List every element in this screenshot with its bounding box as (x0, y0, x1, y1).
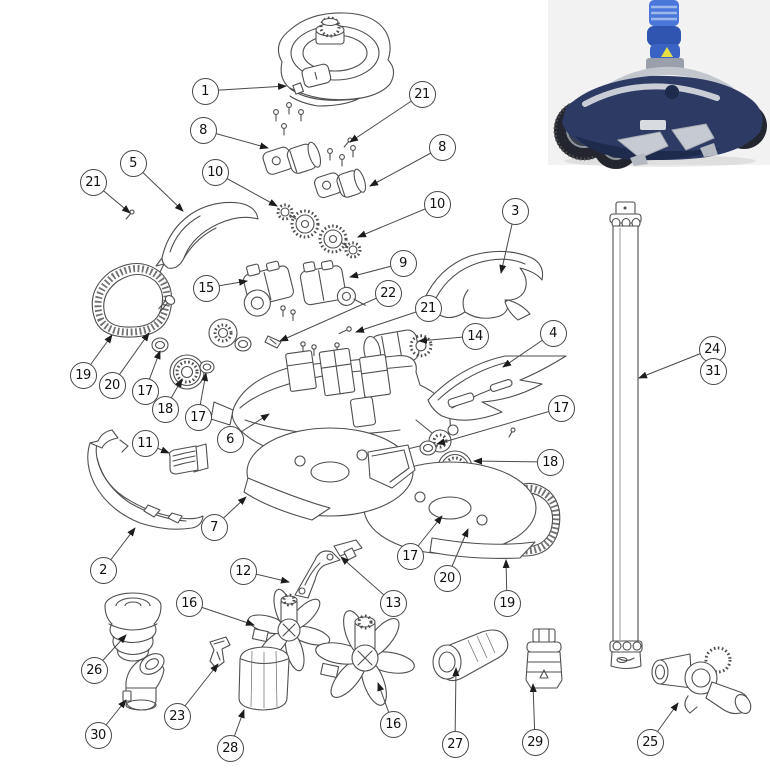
callout-18: 18 (151, 395, 179, 423)
callout-7: 7 (200, 513, 228, 541)
callout-20: 20 (433, 564, 461, 592)
part-drawing-top-cover (277, 12, 395, 107)
callout-19: 19 (69, 361, 97, 389)
part-drawing-barrel (238, 646, 290, 711)
callout-31: 31 (699, 357, 727, 385)
part-drawing-side-cover-right (423, 250, 544, 321)
part-drawing-clip (209, 636, 231, 669)
callout-4: 4 (539, 319, 567, 347)
callout-9: 9 (389, 249, 417, 277)
callout-21: 21 (408, 80, 436, 108)
part-drawing-small-clip (264, 335, 282, 349)
part-drawing-track-left (91, 262, 173, 338)
part-drawing-feed-pipe (432, 629, 509, 682)
callout-17: 17 (396, 542, 424, 570)
part-drawing-left-hub-row (151, 295, 252, 390)
part-drawing-swivel-assembly (651, 646, 752, 715)
callout-19: 19 (493, 589, 521, 617)
callout-8: 8 (189, 116, 217, 144)
callout-1: 1 (191, 77, 219, 105)
screws-middle (280, 305, 516, 438)
callout-23: 23 (163, 702, 191, 730)
product-photo (548, 0, 770, 169)
callout-14: 14 (461, 322, 489, 350)
callout-21: 21 (79, 168, 107, 196)
callout-10: 10 (201, 158, 229, 186)
part-drawing-lever (294, 550, 341, 599)
callout-18: 18 (536, 448, 564, 476)
part-drawing-gears-right (318, 224, 362, 259)
part-drawing-side-panel-right (427, 355, 567, 421)
part-drawing-cone (104, 592, 162, 662)
callout-22: 22 (374, 279, 402, 307)
part-drawing-hose (609, 201, 643, 670)
callout-2: 2 (89, 556, 117, 584)
part-drawing-bracket (168, 443, 209, 475)
callout-16: 16 (379, 710, 407, 738)
photo-front-vanes (616, 123, 718, 166)
part-drawing-chassis (210, 347, 459, 456)
callout-15: 15 (192, 274, 220, 302)
part-drawing-motor-housing-left (262, 141, 322, 175)
callout-29: 29 (521, 728, 549, 756)
part-drawing-side-cover-left (155, 201, 259, 273)
callout-17: 17 (547, 394, 575, 422)
callout-6: 6 (216, 425, 244, 453)
part-drawing-bumper (87, 429, 204, 530)
callout-3: 3 (501, 197, 529, 225)
part-drawing-motor-housing-right (314, 168, 367, 199)
photo-hose-connector-icon (646, 0, 684, 71)
callout-12: 12 (229, 557, 257, 585)
part-drawing-latch (333, 539, 363, 561)
callout-5: 5 (119, 149, 147, 177)
screws-top (125, 102, 356, 220)
callout-21: 21 (414, 294, 442, 322)
part-drawing-gears-left (276, 203, 320, 239)
callout-16: 16 (175, 589, 203, 617)
screw-21-middle (338, 326, 352, 335)
part-drawing-gearbox-left (243, 260, 294, 317)
callout-11: 11 (131, 429, 159, 457)
callout-10: 10 (423, 190, 451, 218)
callout-8: 8 (428, 133, 456, 161)
callout-26: 26 (80, 656, 108, 684)
callout-17: 17 (184, 403, 212, 431)
callout-27: 27 (441, 730, 469, 758)
callout-24: 24 (698, 335, 726, 363)
part-drawing-gearbox-right (299, 260, 366, 306)
callout-30: 30 (84, 721, 112, 749)
callout-25: 25 (636, 728, 664, 756)
part-drawing-elbow (122, 653, 165, 711)
callout-28: 28 (216, 734, 244, 762)
callout-20: 20 (98, 371, 126, 399)
callout-13: 13 (379, 589, 407, 617)
part-drawing-valve (525, 628, 563, 689)
part-drawing-base-plate (243, 427, 537, 559)
callout-17: 17 (131, 377, 159, 405)
part-drawing-turbine-right (315, 610, 415, 706)
part-drawing-turbine-left (247, 588, 331, 672)
